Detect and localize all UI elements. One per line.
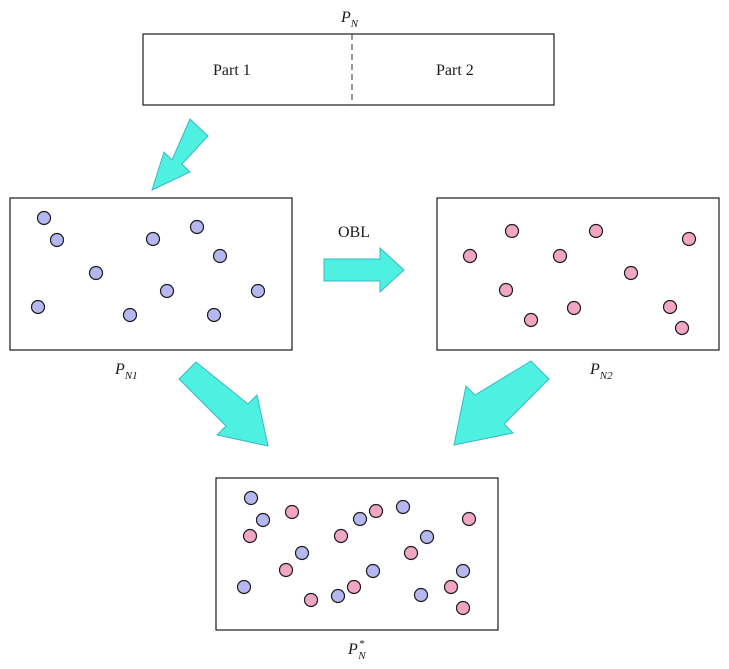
blue-dot xyxy=(330,588,346,604)
merged-box xyxy=(215,477,499,631)
obl-label: OBL xyxy=(338,224,370,241)
blue-dot xyxy=(294,545,310,561)
merged-label: P*N xyxy=(347,638,366,662)
pink-dot xyxy=(403,545,419,561)
pink-dot xyxy=(674,320,690,336)
blue-dot xyxy=(236,579,252,595)
blue-dot xyxy=(395,499,411,515)
pn-label: PN xyxy=(340,9,359,30)
pn2-box xyxy=(436,197,720,351)
pink-dot xyxy=(278,562,294,578)
down-right-arrow-icon xyxy=(178,361,269,447)
down-left-arrow-icon xyxy=(453,360,550,446)
blue-dot xyxy=(419,529,435,545)
pink-dot xyxy=(346,579,362,595)
pink-dot xyxy=(461,511,477,527)
merged-dots xyxy=(236,490,477,616)
pink-dot xyxy=(443,579,459,595)
pink-dot xyxy=(333,528,349,544)
down-left-arrow-icon xyxy=(151,118,209,191)
pink-dot xyxy=(303,592,319,608)
pink-dot xyxy=(681,231,697,247)
pn2-dots xyxy=(462,223,697,336)
blue-dot xyxy=(88,265,104,281)
right-arrow-icon xyxy=(323,246,405,294)
pink-dot xyxy=(623,265,639,281)
pn1-box xyxy=(9,197,293,351)
blue-dot xyxy=(49,232,65,248)
blue-dot xyxy=(255,512,271,528)
pink-dot xyxy=(523,312,539,328)
blue-dot xyxy=(145,231,161,247)
part1-label: Part 1 xyxy=(213,62,251,79)
blue-dot xyxy=(206,307,222,323)
pink-dot xyxy=(368,503,384,519)
pink-dot xyxy=(662,299,678,315)
blue-dot xyxy=(30,299,46,315)
blue-dot xyxy=(159,283,175,299)
pink-dot xyxy=(462,248,478,264)
pn-box: Part 1 Part 2 xyxy=(142,33,555,106)
blue-dot xyxy=(352,511,368,527)
pink-dot xyxy=(552,248,568,264)
pink-dot xyxy=(504,223,520,239)
blue-dot xyxy=(455,563,471,579)
blue-dot xyxy=(122,307,138,323)
pn1-label: PN1 xyxy=(114,361,138,382)
pink-dot xyxy=(242,528,258,544)
blue-dot xyxy=(243,490,259,506)
blue-dot xyxy=(36,210,52,226)
blue-dot xyxy=(365,563,381,579)
blue-dot xyxy=(250,283,266,299)
part2-label: Part 2 xyxy=(436,62,474,79)
pink-dot xyxy=(284,504,300,520)
pn1-dots xyxy=(30,210,266,323)
pink-dot xyxy=(588,223,604,239)
pink-dot xyxy=(498,282,514,298)
blue-dot xyxy=(189,219,205,235)
blue-dot xyxy=(413,587,429,603)
blue-dot xyxy=(212,248,228,264)
pink-dot xyxy=(566,300,582,316)
pink-dot xyxy=(455,600,471,616)
pn2-label: PN2 xyxy=(589,361,613,382)
